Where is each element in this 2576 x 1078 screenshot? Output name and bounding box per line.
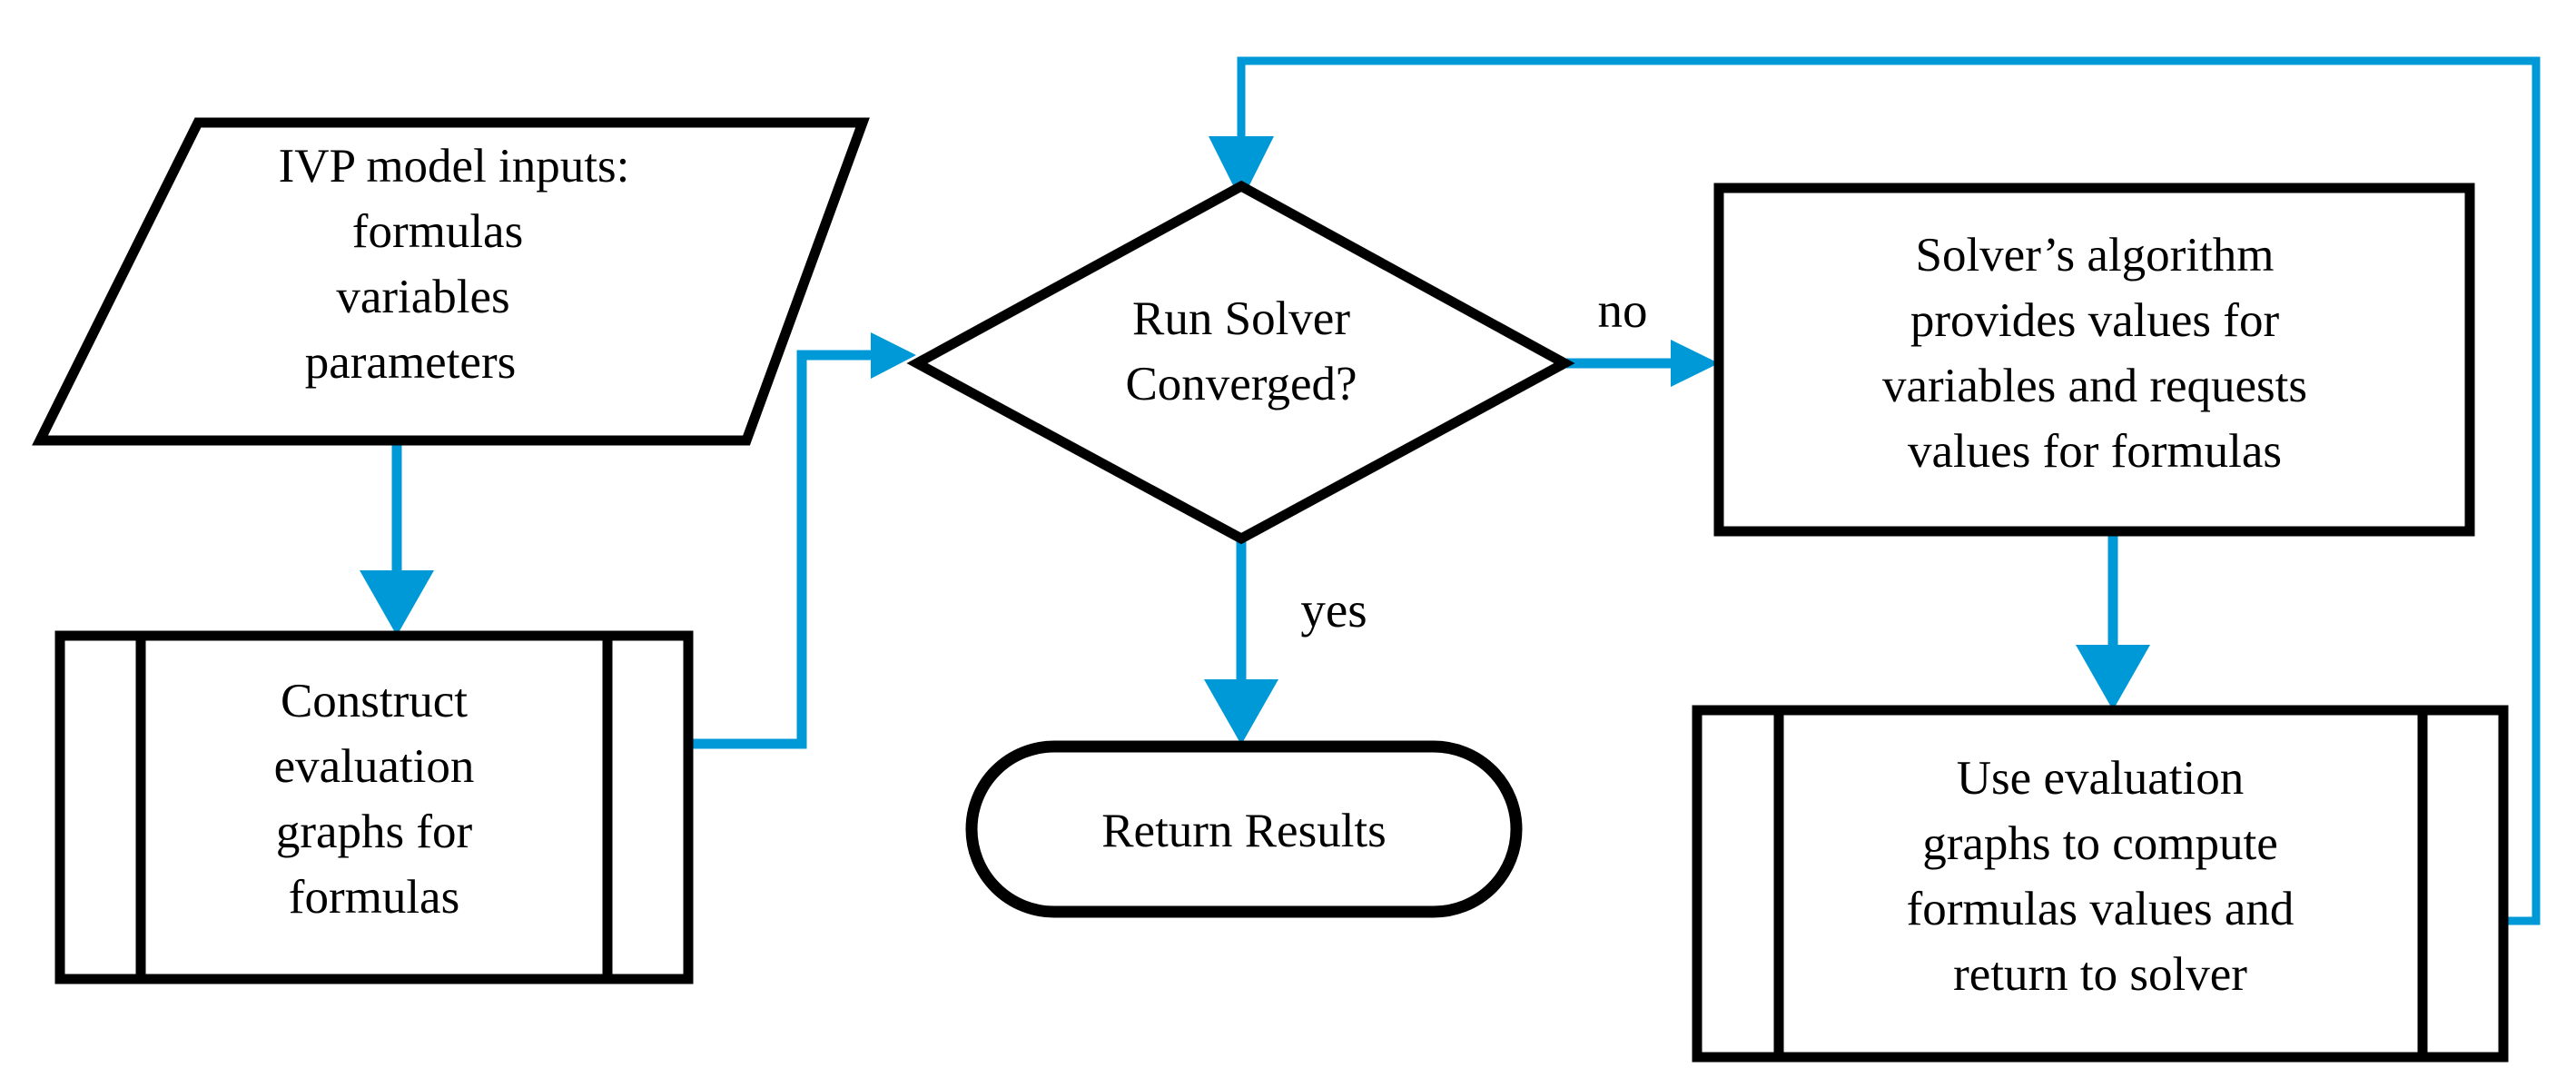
node-solver-algorithm[interactable]: Solver’s algorithm provides values for v… xyxy=(1713,183,2475,537)
construct-line-2: evaluation xyxy=(274,740,475,793)
edge-label-no: no xyxy=(1598,282,1648,338)
terminator-shape xyxy=(965,740,1523,918)
inputs-line-2: formulas xyxy=(352,205,523,258)
construct-line-1: Construct xyxy=(281,675,468,727)
predefined-process-outer xyxy=(54,630,694,984)
evaluate-line-1: Use evaluation xyxy=(1957,752,2244,805)
arrow-head-into-construct-top xyxy=(360,570,434,636)
node-run-solver-converged[interactable]: Run Solver Converged? xyxy=(906,180,1575,545)
edge-evaluate-to-decision xyxy=(1209,56,2541,925)
inputs-line-1: IVP model inputs: xyxy=(279,140,630,193)
edge-label-yes: yes xyxy=(1300,582,1367,638)
inputs-line-3: variables xyxy=(336,271,509,323)
evaluate-line-2: graphs to compute xyxy=(1922,817,2278,870)
predefined-process-outer-2 xyxy=(1692,705,2509,1063)
construct-line-4: formulas xyxy=(289,871,459,924)
diamond-shape xyxy=(906,180,1575,545)
arrow-head-into-evaluate-top xyxy=(2076,645,2150,710)
result-line-1: Return Results xyxy=(1101,805,1387,857)
edge-decision-to-result xyxy=(1204,540,1278,745)
evaluate-line-3: formulas values and xyxy=(1907,883,2295,935)
solver-line-1: Solver’s algorithm xyxy=(1915,229,2274,282)
edge-construct-to-decision xyxy=(692,332,916,749)
decision-line-2: Converged? xyxy=(1125,358,1357,410)
edge-inputs-to-construct xyxy=(360,442,434,636)
node-use-evaluation-graphs[interactable]: Use evaluation graphs to compute formula… xyxy=(1692,705,2509,1063)
inputs-line-4: parameters xyxy=(305,336,516,389)
edge-solver-to-evaluate xyxy=(2076,531,2150,710)
process-rect xyxy=(1713,183,2475,537)
node-construct-evaluation-graphs[interactable]: Construct evaluation graphs for formulas xyxy=(54,630,694,984)
decision-line-1: Run Solver xyxy=(1132,292,1350,345)
evaluate-line-4: return to solver xyxy=(1953,948,2247,1001)
node-return-results[interactable]: Return Results xyxy=(965,740,1523,918)
arrow-head-into-decision-left xyxy=(871,332,916,379)
node-ivp-model-inputs[interactable]: IVP model inputs: formulas variables par… xyxy=(32,117,870,446)
solver-line-3: variables and requests xyxy=(1882,360,2307,412)
arrow-head-into-decision-top xyxy=(1209,136,1274,202)
solver-line-2: provides values for xyxy=(1910,294,2280,347)
solver-line-4: values for formulas xyxy=(1908,425,2282,478)
arrow-head-into-result-top xyxy=(1204,679,1278,745)
construct-line-3: graphs for xyxy=(276,806,473,858)
edge-decision-to-solver xyxy=(1564,340,1719,387)
arrow-head-into-solver-left xyxy=(1671,340,1719,387)
parallelogram-shape xyxy=(32,117,870,446)
